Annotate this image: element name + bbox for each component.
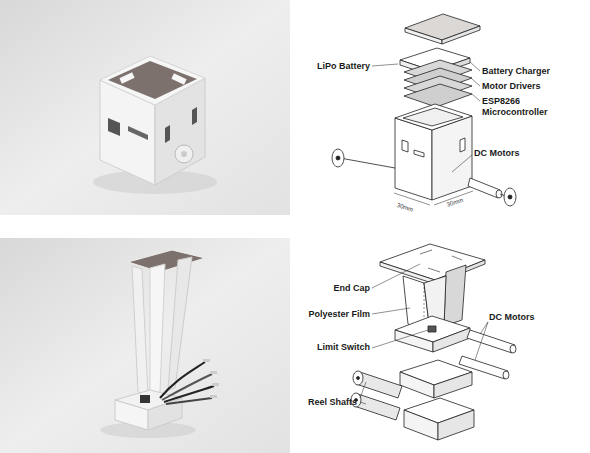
- dimension-label: 30mm: [396, 202, 427, 218]
- part-label: LiPo Battery: [290, 61, 370, 72]
- part-label: ESP8266 Microcontroller: [482, 96, 556, 118]
- part-label: End Cap: [290, 283, 370, 294]
- part-label: Reel Shafts: [277, 397, 357, 408]
- robot-photo-extended: [0, 238, 290, 453]
- part-label: Battery Charger: [482, 66, 582, 77]
- robot-photo-closed: [0, 0, 290, 215]
- part-label: Limit Switch: [280, 342, 370, 353]
- part-label: Polyester Film: [280, 309, 370, 320]
- exploded-tower-diagram: [351, 244, 516, 440]
- part-label: DC Motors: [474, 148, 554, 159]
- part-label: DC Motors: [489, 312, 569, 323]
- part-label: Motor Drivers: [482, 81, 582, 92]
